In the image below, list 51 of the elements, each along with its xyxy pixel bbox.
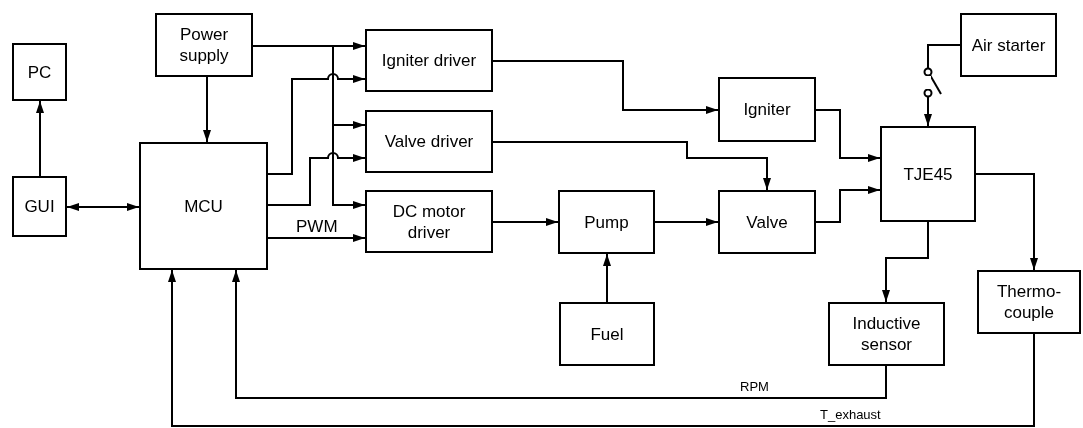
box-label: Pump [584, 211, 629, 233]
process-box [960, 13, 1057, 77]
arrow [815, 186, 881, 223]
box-label: MCU [184, 195, 223, 217]
edge-label: RPM [740, 380, 769, 393]
process-box [139, 142, 268, 270]
box-label: Fuel [590, 323, 624, 345]
process-box [155, 13, 253, 77]
arrow [232, 269, 887, 399]
arrow [492, 60, 719, 114]
process-box [828, 302, 945, 366]
box-label: Power supply [178, 24, 230, 66]
arrow [975, 173, 1038, 271]
process-box [12, 176, 67, 237]
process-box [365, 190, 493, 253]
box-label: Inductive sensor [851, 313, 922, 355]
box-label: Valve driver [384, 131, 474, 152]
arrow [267, 73, 366, 175]
arrow [882, 221, 929, 303]
process-box [365, 29, 493, 92]
process-box [365, 110, 493, 173]
arrow [267, 152, 366, 206]
arrow [66, 203, 140, 211]
arrow [203, 76, 211, 143]
arrow [603, 253, 611, 303]
process-box [558, 190, 655, 254]
arrow [492, 141, 771, 191]
process-box [880, 126, 976, 222]
process-box [12, 43, 67, 101]
box-label: Igniter [743, 99, 791, 120]
arrow [654, 218, 719, 226]
box-label: Valve [746, 211, 788, 233]
process-box [718, 77, 816, 142]
process-box [559, 302, 655, 366]
arrow [924, 44, 961, 127]
arrow [267, 234, 366, 242]
box-label: PC [27, 61, 52, 83]
process-box [718, 190, 816, 254]
edge-label: T_exhaust [820, 408, 881, 421]
box-label: DC motor driver [391, 200, 467, 243]
process-box [977, 270, 1081, 334]
box-label: GUI [24, 196, 55, 217]
box-label: Air starter [971, 34, 1046, 56]
arrow [492, 218, 559, 226]
box-label: TJE45 [903, 163, 953, 185]
arrow [815, 109, 881, 162]
arrow [36, 100, 44, 177]
edge-label: PWM [296, 218, 338, 235]
arrow [168, 269, 1035, 427]
box-label: Thermo- couple [995, 281, 1063, 323]
box-label: Igniter driver [381, 50, 477, 71]
